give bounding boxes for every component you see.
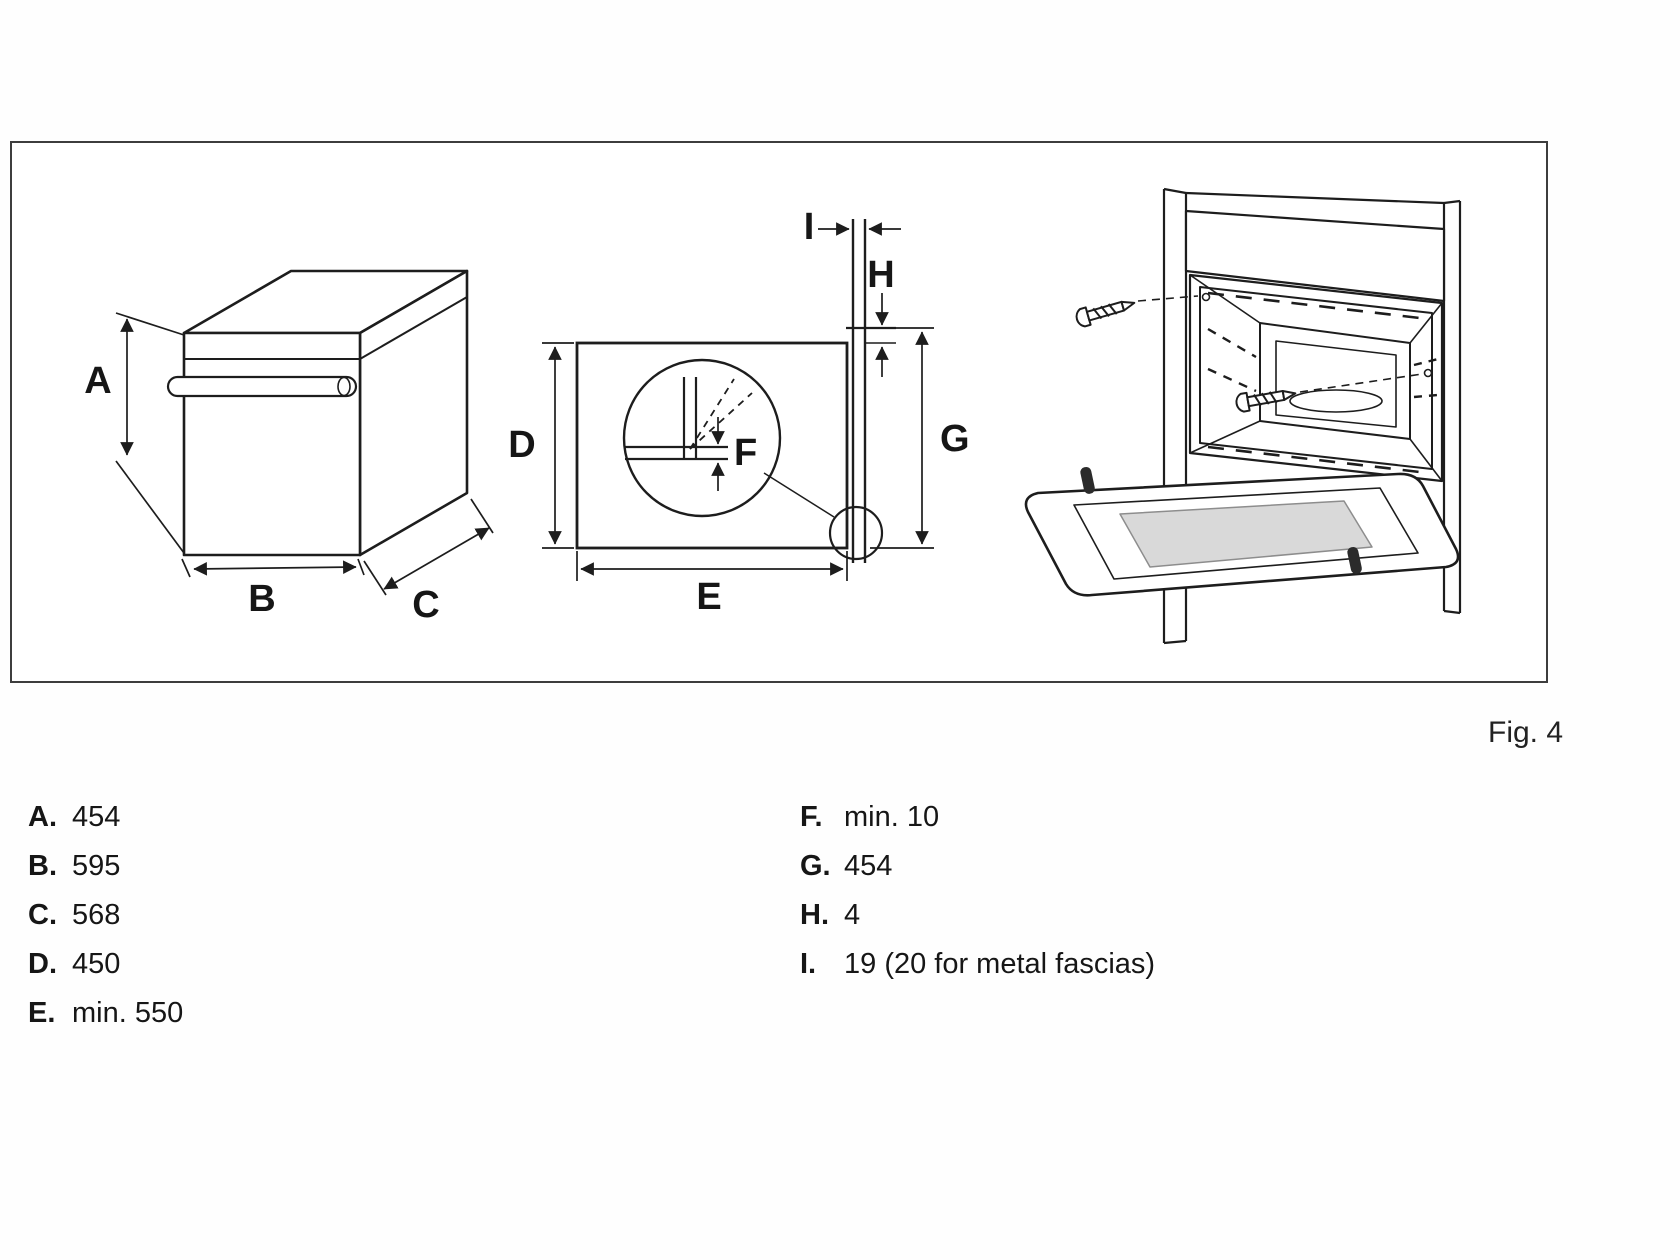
niche-section-drawing (575, 219, 896, 563)
legend-value-g: 454 (844, 850, 893, 882)
door-hinge-right (1347, 546, 1362, 574)
dim-label-c: C (412, 584, 439, 626)
dim-label-h: H (867, 254, 894, 296)
legend-value-i: 19 (20 for metal fascias) (844, 948, 1156, 980)
legend-key-e: E. (28, 997, 56, 1029)
legend-key-c: C. (28, 899, 57, 931)
dim-label-b: B (248, 578, 275, 620)
screw-leader-lines (1137, 292, 1433, 393)
legend-item-i: I. 19 (20 for metal fascias) (800, 947, 1155, 981)
legend-item-g: G. 454 (800, 849, 1155, 883)
legend-value-b: 595 (72, 850, 121, 882)
screw-icon-left (1075, 300, 1136, 328)
oven-dimension-lines (115, 312, 494, 596)
legend-item-b: B. 595 (28, 849, 183, 883)
legend-key-f: F. (800, 801, 823, 833)
legend-item-c: C. 568 (28, 898, 183, 932)
legend-key-g: G. (800, 850, 831, 882)
oven-isometric-drawing (166, 269, 469, 557)
legend-key-d: D. (28, 948, 57, 980)
door-glass (1119, 500, 1373, 568)
legend-column-right: F. min. 10 G. 454 H. 4 I. 19 (20 for met… (800, 800, 1155, 996)
dim-label-g: G (940, 418, 970, 460)
legend-value-h: 4 (844, 899, 861, 931)
figure-caption: Fig. 4 (1488, 716, 1564, 749)
screw-icon-right (1235, 390, 1297, 413)
oven-door-open (1024, 466, 1460, 597)
legend-value-f: min. 10 (844, 801, 940, 833)
legend-item-a: A. 454 (28, 800, 183, 834)
legend-item-e: E. min. 550 (28, 996, 183, 1030)
dim-label-d: D (508, 424, 535, 466)
legend-value-e: min. 550 (72, 997, 184, 1029)
door-hinge-left (1080, 466, 1095, 494)
dim-label-i: I (804, 206, 815, 248)
diagram-canvas: A B C (84, 187, 1462, 645)
legend-value-d: 450 (72, 948, 121, 980)
legend-key-i: I. (800, 948, 817, 980)
niche-dimension-lines (542, 222, 934, 581)
legend-value-a: 454 (72, 801, 121, 833)
legend-column-left: A. 454 B. 595 C. 568 D. 450 E. min. 550 (28, 800, 183, 1045)
dim-label-a: A (84, 360, 111, 402)
diagram-frame: A B C (10, 141, 1548, 683)
dim-label-e: E (696, 576, 721, 618)
legend-item-f: F. min. 10 (800, 800, 1155, 834)
legend-key-h: H. (800, 899, 829, 931)
legend-item-d: D. 450 (28, 947, 183, 981)
legend-key-b: B. (28, 850, 57, 882)
legend-key-a: A. (28, 801, 57, 833)
dim-label-f: F (734, 432, 757, 474)
legend-value-c: 568 (72, 899, 121, 931)
legend-item-h: H. 4 (800, 898, 1155, 932)
